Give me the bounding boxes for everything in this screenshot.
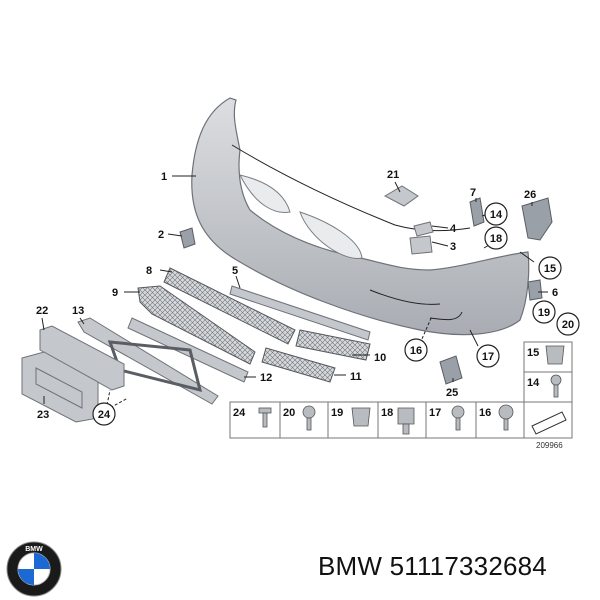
part-8-upper-grille — [163, 267, 296, 345]
circle-24 — [92, 402, 116, 426]
part-13-frame — [77, 317, 219, 405]
label-9: 9 — [112, 287, 118, 299]
fastener-24-icon — [258, 407, 272, 414]
fastener-18-icon — [397, 407, 415, 425]
circle-15 — [538, 256, 562, 280]
part-23-plate-recess — [35, 367, 83, 409]
part-number: BMW 51117332684 — [318, 551, 547, 581]
bmw-logo-letters: BMW — [25, 546, 43, 553]
label-11: 11 — [350, 371, 362, 383]
label-5: 5 — [232, 265, 238, 277]
label-3: 3 — [450, 241, 456, 253]
label-24: 24 — [98, 409, 111, 421]
label-25: 25 — [446, 387, 458, 399]
label-17: 17 — [482, 351, 494, 363]
fastener-19-icon — [351, 407, 371, 427]
label-26: 26 — [524, 189, 536, 201]
circle-18 — [484, 226, 508, 250]
table-label-24: 24 — [233, 407, 246, 419]
bmw-logo: BMW — [6, 541, 62, 597]
arrow-icon — [531, 411, 567, 435]
fastener-14-icon — [550, 374, 562, 386]
table-cell-20 — [279, 401, 329, 439]
part-25-bracket — [439, 355, 463, 385]
label-12: 12 — [260, 372, 272, 384]
table-label-14: 14 — [527, 377, 540, 389]
part-22-plate — [39, 325, 125, 391]
label-23: 23 — [37, 409, 49, 421]
label-2: 2 — [158, 229, 164, 241]
part-4-bracket — [413, 221, 434, 237]
label-6: 6 — [552, 287, 558, 299]
part-5-strip — [229, 285, 371, 341]
label-21: 21 — [387, 169, 399, 181]
circle-17 — [476, 344, 500, 368]
label-13: 13 — [72, 305, 84, 317]
label-20: 20 — [562, 319, 574, 331]
circle-14 — [484, 202, 508, 226]
fastener-15-icon — [545, 345, 565, 365]
part-11-grille — [261, 347, 336, 383]
label-1: 1 — [161, 171, 167, 183]
table-label-15: 15 — [527, 347, 539, 359]
label-15: 15 — [544, 263, 556, 275]
part-9-grille — [137, 285, 256, 365]
table-label-20: 20 — [283, 407, 295, 419]
part-2-clip — [179, 227, 196, 249]
label-8: 8 — [146, 265, 152, 277]
fastener-table: 24 20 19 18 17 16 15 14 209966 — [229, 341, 573, 450]
part-3-bracket — [409, 235, 433, 255]
part-21-bracket — [383, 185, 419, 207]
plain-part-labels: 1 2 3 4 5 6 7 8 9 10 11 12 13 21 22 23 2… — [36, 169, 558, 421]
label-14: 14 — [490, 209, 503, 221]
bumper-cover — [191, 97, 530, 336]
fastener-16-icon — [498, 404, 514, 420]
part-26-bracket — [521, 197, 553, 241]
label-22: 22 — [36, 305, 48, 317]
part-7-bracket — [469, 197, 485, 227]
label-19: 19 — [538, 307, 550, 319]
label-4: 4 — [450, 223, 457, 235]
part-6-clip — [527, 279, 543, 301]
label-7: 7 — [470, 187, 476, 199]
circle-16 — [404, 338, 428, 362]
table-label-16: 16 — [479, 407, 491, 419]
label-18: 18 — [490, 233, 502, 245]
circle-19 — [532, 300, 556, 324]
table-label-18: 18 — [381, 407, 393, 419]
fastener-17-icon — [451, 405, 465, 419]
table-cell-14 — [523, 371, 573, 403]
label-10: 10 — [374, 352, 386, 364]
part-10-grille — [295, 329, 371, 361]
circled-part-labels: 14 15 16 17 18 19 20 24 25 — [92, 202, 580, 426]
image-code: 209966 — [536, 441, 563, 450]
circle-20 — [556, 312, 580, 336]
fastener-20-icon — [302, 405, 316, 419]
table-cell-17 — [425, 401, 477, 439]
table-label-19: 19 — [331, 407, 343, 419]
table-label-17: 17 — [429, 407, 441, 419]
label-16: 16 — [410, 345, 422, 357]
